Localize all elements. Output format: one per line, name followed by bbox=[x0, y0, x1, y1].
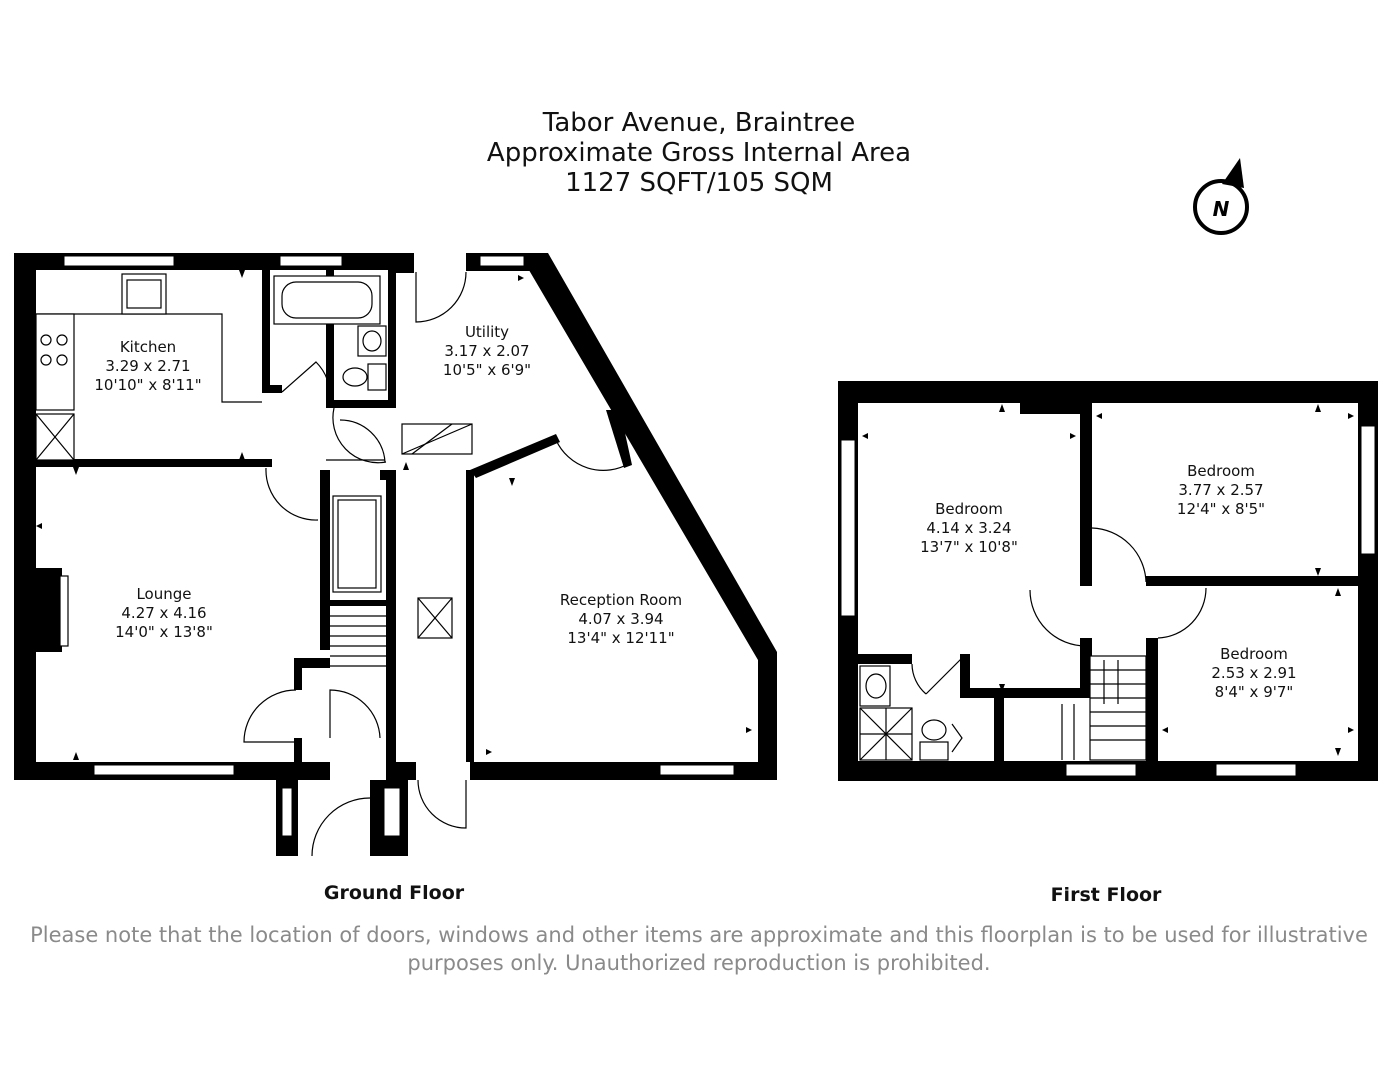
kitchen-name: Kitchen bbox=[120, 338, 176, 356]
kitchen-metric: 3.29 x 2.71 bbox=[105, 357, 190, 375]
utility-imperial: 10'5" x 6'9" bbox=[443, 361, 531, 379]
disclaimer-note: Please note that the location of doors, … bbox=[0, 921, 1398, 977]
reception-room-name: Reception Room bbox=[560, 591, 682, 609]
utility-metric: 3.17 x 2.07 bbox=[444, 342, 529, 360]
disclaimer-line-1: Please note that the location of doors, … bbox=[30, 923, 1368, 947]
disclaimer-line-2: purposes only. Unauthorized reproduction… bbox=[407, 951, 991, 975]
first-floor-plan: Bedroom 4.14 x 3.24 13'7" x 10'8" Bedroo… bbox=[838, 381, 1378, 906]
bedroom-2-name: Bedroom bbox=[1187, 462, 1255, 480]
bedroom-3-name: Bedroom bbox=[1220, 645, 1288, 663]
bedroom-1-metric: 4.14 x 3.24 bbox=[926, 519, 1011, 537]
kitchen-imperial: 10'10" x 8'11" bbox=[94, 376, 201, 394]
first-floor-label: First Floor bbox=[1051, 884, 1162, 906]
lounge-metric: 4.27 x 4.16 bbox=[121, 604, 206, 622]
ground-floor-label: Ground Floor bbox=[324, 882, 465, 904]
reception-room-metric: 4.07 x 3.94 bbox=[578, 610, 663, 628]
title-area-value: 1127 SQFT/105 SQM bbox=[565, 168, 833, 198]
bedroom-2-metric: 3.77 x 2.57 bbox=[1178, 481, 1263, 499]
compass-label: N bbox=[1213, 197, 1230, 221]
ground-floor-plan: Kitchen 3.29 x 2.71 10'10" x 8'11" Utili… bbox=[14, 253, 777, 904]
bedroom-2-imperial: 12'4" x 8'5" bbox=[1177, 500, 1265, 518]
north-compass-icon: N bbox=[1193, 158, 1249, 235]
bedroom-1-imperial: 13'7" x 10'8" bbox=[920, 538, 1018, 556]
reception-room-imperial: 13'4" x 12'11" bbox=[567, 629, 674, 647]
plan-title: Tabor Avenue, Braintree Approximate Gros… bbox=[0, 108, 1398, 198]
bedroom-1-name: Bedroom bbox=[935, 500, 1003, 518]
title-area-caption: Approximate Gross Internal Area bbox=[486, 138, 912, 168]
bedroom-3-metric: 2.53 x 2.91 bbox=[1211, 664, 1296, 682]
lounge-imperial: 14'0" x 13'8" bbox=[115, 623, 213, 641]
utility-name: Utility bbox=[465, 323, 509, 341]
bedroom-3-imperial: 8'4" x 9'7" bbox=[1215, 683, 1294, 701]
title-address: Tabor Avenue, Braintree bbox=[542, 108, 856, 138]
lounge-name: Lounge bbox=[136, 585, 191, 603]
